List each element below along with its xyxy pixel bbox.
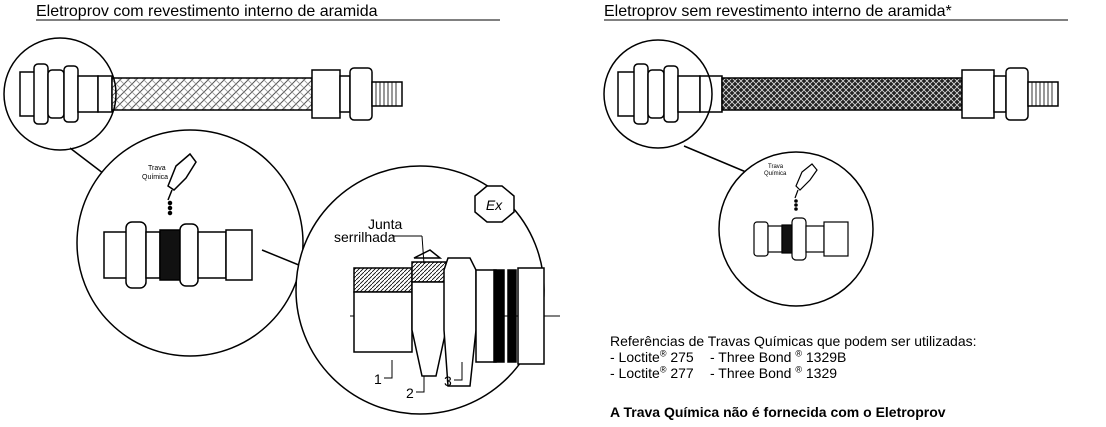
- chemical-lock-references: Referências de Travas Químicas que podem…: [610, 333, 1100, 381]
- left-hose-assembly: [19, 63, 403, 125]
- left-zoom-circle-small: [3, 37, 117, 151]
- glue-dispenser-icon: [167, 152, 197, 216]
- left-fitting-detail-medium: [103, 221, 253, 289]
- cutaway-fitting-detail: [350, 249, 560, 387]
- left-callout-label-line1: Trava: [148, 165, 166, 172]
- joint-label-line1: Junta: [368, 216, 402, 232]
- list-item: - Loctite® 277 - Three Bond ® 1329: [610, 364, 838, 381]
- part-number-3: 3: [444, 373, 452, 389]
- list-item: - Loctite® 275 - Three Bond ® 1329B: [610, 348, 847, 365]
- braided-sleeve-light: [111, 77, 313, 111]
- right-hose-assembly: [617, 63, 1059, 125]
- left-panel: Eletroprov com revestimento interno de a…: [3, 3, 560, 415]
- right-fitting-detail: [753, 217, 849, 261]
- references-title: Referências de Travas Químicas que podem…: [610, 333, 977, 349]
- svg-text:Ex: Ex: [486, 197, 503, 213]
- part-number-1: 1: [374, 371, 382, 387]
- right-panel-title: Eletroprov sem revestimento interno de a…: [604, 3, 952, 20]
- part-number-2: 2: [406, 385, 414, 401]
- supply-note: A Trava Química não é fornecida com o El…: [610, 404, 946, 420]
- ex-certification-icon: Ex: [474, 185, 515, 223]
- joint-label-line2: serrilhada: [334, 229, 396, 245]
- left-callout-label-line2: Química: [142, 174, 168, 181]
- right-panel: Eletroprov sem revestimento interno de a…: [603, 3, 1068, 307]
- right-callout-label-line2: Química: [764, 171, 787, 177]
- right-callout-label-line1: Trava: [768, 164, 784, 170]
- braided-sleeve-dark: [721, 77, 963, 111]
- right-zoom-circle-small: [603, 39, 713, 149]
- glue-dispenser-icon: [794, 163, 818, 211]
- left-panel-title: Eletroprov com revestimento interno de a…: [36, 3, 378, 20]
